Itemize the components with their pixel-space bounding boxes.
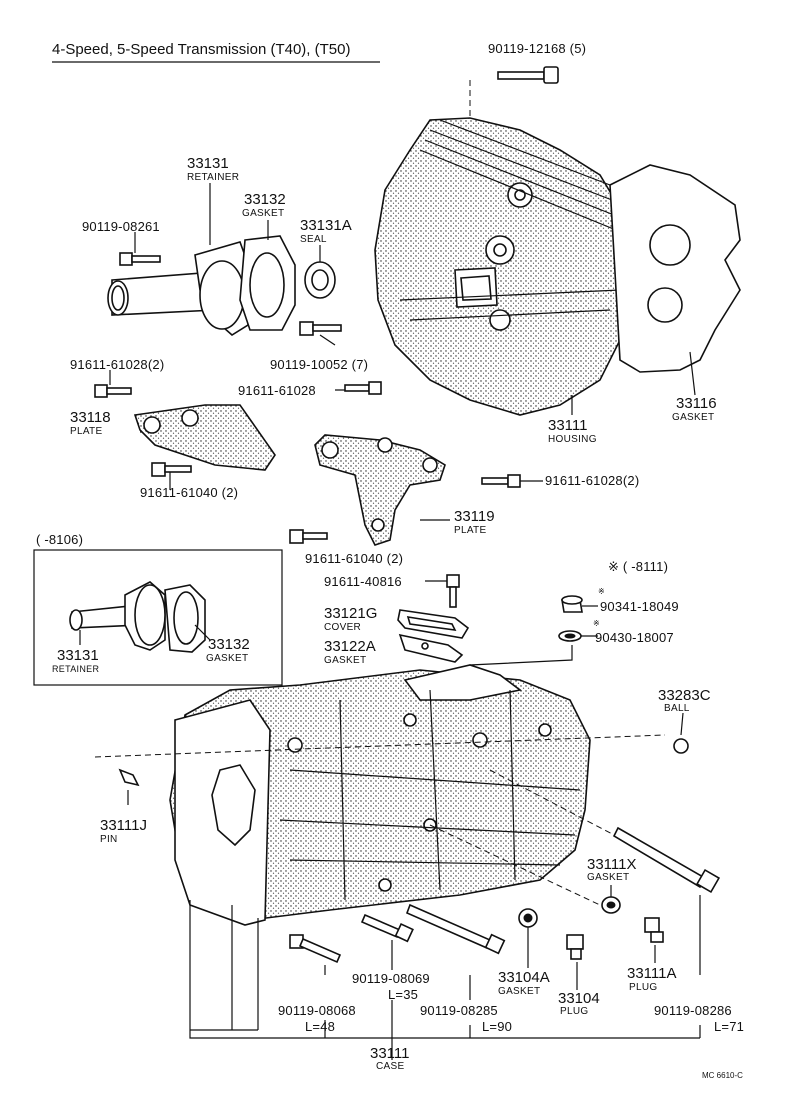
plug-a-drawing bbox=[644, 917, 664, 963]
length-bolt-68: L=48 bbox=[305, 1019, 336, 1034]
part-number-plug-a: 33111A bbox=[627, 965, 677, 982]
part-name-gasket-32: GASKET bbox=[242, 208, 285, 219]
part-number-cover: 33121G bbox=[324, 605, 378, 622]
part-number-gasket-x: 33111X bbox=[587, 856, 637, 873]
part-number-gasket-104: 33104A bbox=[498, 969, 550, 986]
housing-drawing bbox=[374, 117, 626, 416]
gasket-104-drawing bbox=[518, 908, 538, 968]
bolt-plate18-drawing bbox=[94, 384, 132, 398]
part-number-bolt-cover: 91611-40816 bbox=[324, 574, 402, 589]
part-number-pin: 33111J bbox=[100, 817, 147, 834]
note-range-label: ※ ( -8111) bbox=[608, 559, 669, 574]
bolt-housing-drawing bbox=[344, 381, 382, 395]
footer-code: MC 6610-C bbox=[702, 1071, 743, 1080]
part-number-plug-104: 33104 bbox=[558, 990, 600, 1007]
part-number-plate19: 33119 bbox=[454, 508, 495, 525]
part-number-retainer: 33131 bbox=[187, 155, 229, 172]
part-name-gasket-cover: GASKET bbox=[324, 655, 367, 666]
part-name-inset-retainer: RETAINER bbox=[52, 664, 100, 674]
part-number-bolt-86: 90119-08286 bbox=[654, 1003, 732, 1018]
cover-drawing bbox=[397, 609, 470, 663]
part-name-pin: PIN bbox=[100, 834, 118, 845]
bolt-86-drawing bbox=[612, 826, 721, 975]
part-name-seal: SEAL bbox=[300, 234, 327, 245]
part-number-bolt-plate19-low: 91611-61040 (2) bbox=[305, 551, 404, 566]
inset-box bbox=[33, 549, 283, 686]
part-name-retainer: RETAINER bbox=[187, 172, 240, 183]
length-bolt-85: L=90 bbox=[482, 1019, 513, 1034]
part-name-gasket-16: GASKET bbox=[672, 412, 715, 423]
part-name-housing: HOUSING bbox=[548, 434, 597, 445]
part-number-housing: 33111 bbox=[548, 417, 588, 434]
part-number-gasket-16: 33116 bbox=[676, 395, 717, 412]
bolt-seal-drawing bbox=[299, 321, 342, 336]
gasket-32-drawing bbox=[239, 235, 296, 331]
inset-retainer-drawing bbox=[69, 581, 211, 653]
part-number-plate18: 33118 bbox=[70, 409, 111, 426]
part-name-case: CASE bbox=[376, 1061, 405, 1072]
part-number-seal: 33131A bbox=[300, 217, 352, 234]
part-number-bolt-seal: 90119-10052 (7) bbox=[270, 357, 369, 372]
part-number-ball: 33283C bbox=[658, 687, 711, 704]
plate19-drawing bbox=[314, 434, 450, 546]
gasket-x-drawing bbox=[601, 885, 621, 914]
part-name-inset-gasket: GASKET bbox=[206, 653, 249, 664]
plate18-drawing bbox=[133, 404, 276, 471]
part-number-bolt-68: 90119-08068 bbox=[278, 1003, 356, 1018]
part-name-plug-a: PLUG bbox=[629, 982, 658, 993]
part-name-plug-104: PLUG bbox=[560, 1006, 589, 1017]
part-number-inset-gasket: 33132 bbox=[208, 636, 250, 653]
part-name-plate19: PLATE bbox=[454, 525, 487, 536]
part-name-gasket-104: GASKET bbox=[498, 986, 541, 997]
part-number-bolt-plate19-right: 91611-61028(2) bbox=[545, 473, 640, 488]
ball-drawing bbox=[673, 738, 689, 754]
part-number-gasket-32: 33132 bbox=[244, 191, 286, 208]
asterisk-plug-top: ※ bbox=[598, 587, 605, 596]
bolt-85-drawing bbox=[405, 903, 506, 1000]
bolt-retainer-drawing bbox=[119, 252, 161, 266]
bolt-plate19-low-drawing bbox=[289, 529, 328, 544]
part-number-gasket-cover: 33122A bbox=[324, 638, 376, 655]
gasket-top-drawing bbox=[558, 630, 598, 642]
part-number-bolt-retainer: 90119-08261 bbox=[82, 219, 160, 234]
part-number-bolt-top: 90119-12168 (5) bbox=[488, 41, 587, 56]
diagram-title: 4-Speed, 5-Speed Transmission (T40), (T5… bbox=[52, 41, 351, 58]
bolt-cover-drawing bbox=[425, 574, 460, 608]
plug-104-drawing bbox=[566, 934, 584, 990]
seal-drawing bbox=[304, 261, 336, 299]
part-name-gasket-x: GASKET bbox=[587, 872, 630, 883]
bolt-plate18-low-drawing bbox=[151, 462, 192, 477]
asterisk-gasket-top: ※ bbox=[593, 619, 600, 628]
gasket-16-drawing bbox=[609, 164, 741, 373]
part-number-gasket-top: 90430-18007 bbox=[595, 630, 674, 645]
pin-drawing bbox=[118, 768, 140, 805]
part-number-bolt-plate18: 91611-61028(2) bbox=[70, 357, 165, 372]
part-number-bolt-85: 90119-08285 bbox=[420, 1003, 498, 1018]
case-drawing bbox=[169, 664, 591, 926]
length-bolt-86: L=71 bbox=[714, 1019, 745, 1034]
length-bolt-69: L=35 bbox=[388, 987, 419, 1002]
part-number-bolt-plate18-low: 91611-61040 (2) bbox=[140, 485, 239, 500]
inset-range-label: ( -8106) bbox=[36, 532, 84, 547]
part-number-bolt-housing: 91611-61028 bbox=[238, 383, 316, 398]
retainer-drawing bbox=[107, 241, 253, 336]
plug-top-drawing bbox=[561, 595, 598, 613]
part-name-plate18: PLATE bbox=[70, 426, 103, 437]
part-number-plug-top: 90341-18049 bbox=[600, 599, 679, 614]
part-name-ball: BALL bbox=[664, 703, 690, 714]
bolt-plate19-right-drawing bbox=[481, 474, 543, 488]
bolt-top-drawing bbox=[469, 66, 559, 120]
bolt-69-drawing bbox=[360, 913, 414, 970]
bolt-68-drawing bbox=[289, 934, 342, 975]
part-number-bolt-69: 90119-08069 bbox=[352, 971, 430, 986]
part-number-case: 33111 bbox=[370, 1045, 410, 1062]
part-number-inset-retainer: 33131 bbox=[57, 647, 99, 664]
part-name-cover: COVER bbox=[324, 622, 362, 633]
